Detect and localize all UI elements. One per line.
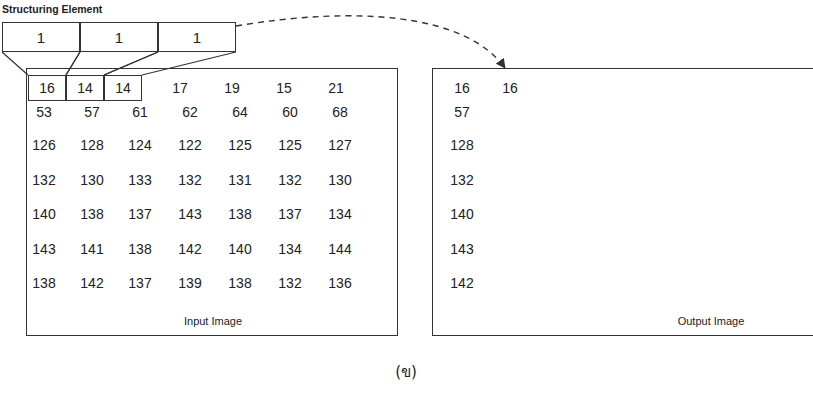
pixel-value: 138 [32, 276, 55, 290]
kernel-cell: 1 [2, 22, 80, 52]
pixel-value: 144 [328, 242, 351, 256]
pixel-value: 143 [178, 207, 201, 221]
pixel-value: 139 [178, 276, 201, 290]
pixel-value: 138 [128, 242, 151, 256]
pixel-value: 132 [450, 173, 473, 187]
frame-label: Structuring Element [2, 4, 102, 15]
pixel-value: 138 [80, 207, 103, 221]
cell-value: 1 [193, 30, 201, 45]
pixel-value: 132 [178, 173, 201, 187]
pixel-value: 130 [328, 173, 351, 187]
pixel-value: 19 [224, 81, 240, 95]
pixel-value: 68 [332, 105, 348, 119]
kernel-cell: 1 [158, 22, 236, 52]
pixel-value: 132 [278, 173, 301, 187]
pixel-value: 140 [228, 242, 251, 256]
pixel-value: 132 [278, 276, 301, 290]
pixel-value: 122 [178, 138, 201, 152]
projection-lines [104, 52, 236, 75]
pixel-value: 140 [32, 207, 55, 221]
pixel-value: 141 [80, 242, 103, 256]
pixel-value: 133 [128, 173, 151, 187]
frame-label: Output Image [678, 316, 745, 327]
cell-value: 16 [39, 81, 55, 95]
pixel-value: 137 [128, 276, 151, 290]
cell-value: 1 [37, 30, 45, 45]
dashed-arrow [236, 16, 505, 68]
pixel-value: 140 [450, 207, 473, 221]
cell-value: 1 [115, 30, 123, 45]
structuring-element: Structuring Element 1 1 1 [2, 4, 236, 52]
pixel-value: 142 [178, 242, 201, 256]
pixel-value: 142 [450, 276, 473, 290]
pixel-value: 125 [228, 138, 251, 152]
pixel-value: 57 [454, 105, 470, 119]
pixel-value: 142 [80, 276, 103, 290]
pixel-value: 61 [132, 105, 148, 119]
pixel-value: 128 [80, 138, 103, 152]
pixel-value: 21 [328, 81, 344, 95]
pixel-value: 17 [172, 81, 188, 95]
pixel-value: 16 [502, 81, 518, 95]
pixel-value: 57 [84, 105, 100, 119]
pixel-value: 143 [32, 242, 55, 256]
frame-label: Input Image [184, 316, 242, 327]
pixel-value: 126 [32, 138, 55, 152]
figure-caption: (ข) [395, 365, 417, 380]
pixel-value: 136 [328, 276, 351, 290]
window-cell: 14 [66, 75, 104, 101]
pixel-value: 16 [454, 81, 470, 95]
pixel-value: 128 [450, 138, 473, 152]
pixel-value: 138 [228, 276, 251, 290]
pixel-value: 15 [276, 81, 292, 95]
pixel-value: 62 [182, 105, 198, 119]
pixel-value: 60 [282, 105, 298, 119]
pixel-value: 137 [128, 207, 151, 221]
cell-value: 14 [115, 81, 131, 95]
pixel-value: 131 [228, 173, 251, 187]
pixel-value: 53 [36, 105, 52, 119]
pixel-value: 64 [232, 105, 248, 119]
pixel-value: 132 [32, 173, 55, 187]
cell-value: 14 [77, 81, 93, 95]
output-image-frame: Output Image [432, 68, 813, 336]
kernel-cell: 1 [80, 22, 158, 52]
pixel-value: 125 [278, 138, 301, 152]
pixel-value: 127 [328, 138, 351, 152]
window-cell: 14 [104, 75, 142, 101]
pixel-value: 134 [328, 207, 351, 221]
pixel-value: 138 [228, 207, 251, 221]
pixel-value: 143 [450, 242, 473, 256]
pixel-value: 124 [128, 138, 151, 152]
pixel-value: 137 [278, 207, 301, 221]
window-cell: 16 [28, 75, 66, 101]
pixel-value: 134 [278, 242, 301, 256]
pixel-value: 130 [80, 173, 103, 187]
